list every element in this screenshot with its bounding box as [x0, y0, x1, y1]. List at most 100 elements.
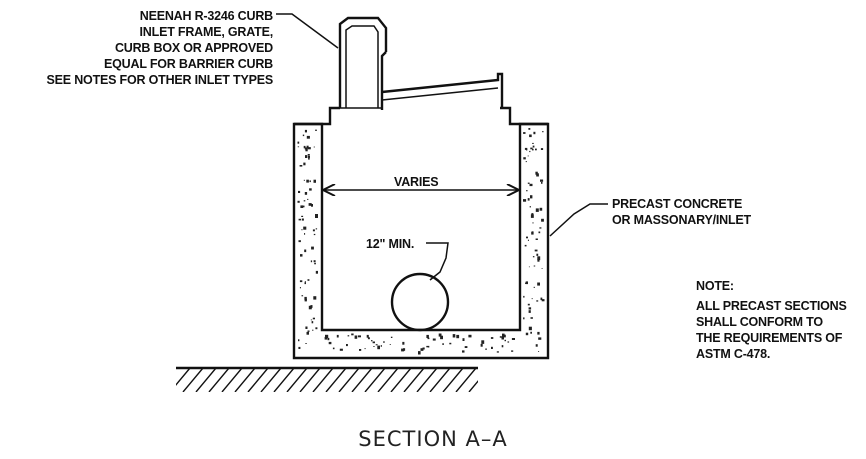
hatch-line — [176, 368, 191, 386]
concrete-speckle — [542, 131, 544, 133]
concrete-speckle — [402, 341, 405, 345]
concrete-speckle — [306, 331, 309, 335]
concrete-speckle — [525, 281, 528, 285]
hatch-line — [234, 368, 256, 392]
concrete-speckle — [540, 179, 544, 182]
concrete-speckle — [528, 266, 530, 268]
concrete-speckle — [311, 246, 314, 250]
concrete-speckle — [306, 135, 310, 139]
structure-note-line: OR MASSONARY/INLET — [612, 213, 752, 227]
hatch-line — [442, 368, 464, 392]
concrete-speckle — [310, 319, 313, 321]
concrete-speckle — [305, 148, 308, 152]
concrete-speckle — [462, 350, 465, 353]
concrete-speckle — [299, 165, 303, 167]
concrete-speckle — [511, 338, 515, 340]
structure-note-leader — [549, 203, 608, 237]
concrete-speckle — [496, 351, 499, 353]
concrete-speckle — [456, 334, 460, 339]
concrete-speckle — [303, 179, 305, 181]
hatch-line — [468, 380, 478, 392]
concrete-speckle — [307, 154, 310, 156]
hatch-line — [299, 368, 321, 392]
concrete-speckle — [427, 345, 430, 348]
concrete-speckle — [528, 310, 531, 313]
concrete-speckle — [426, 345, 429, 348]
concrete-speckle — [309, 180, 311, 183]
concrete-speckle — [308, 203, 312, 206]
concrete-speckle — [462, 338, 465, 341]
concrete-speckle — [432, 338, 436, 341]
concrete-speckle — [303, 226, 307, 230]
concrete-speckle — [538, 337, 542, 340]
concrete-speckle — [535, 171, 538, 175]
hatch-line — [351, 368, 373, 392]
concrete-speckle — [347, 335, 350, 337]
concrete-structure — [292, 122, 550, 360]
concrete-speckle — [328, 341, 332, 345]
concrete-speckle — [304, 192, 308, 195]
hatch-line — [377, 368, 399, 392]
concrete-speckle — [309, 188, 312, 191]
note-heading: NOTE: — [696, 279, 734, 293]
concrete-speckle — [313, 296, 317, 300]
concrete-speckle — [530, 214, 534, 218]
frame-note-line: INLET FRAME, GRATE, — [140, 25, 273, 39]
concrete-speckle — [300, 254, 303, 257]
concrete-speckle — [301, 295, 304, 297]
concrete-speckle — [526, 149, 528, 151]
varies-label: VARIES — [394, 175, 438, 189]
hatch-line — [416, 368, 438, 392]
hatch-line — [482, 368, 502, 392]
concrete-speckle — [528, 307, 532, 310]
concrete-speckle — [301, 229, 303, 231]
frame-note: NEENAH R-3246 CURB INLET FRAME, GRATE, C… — [47, 9, 274, 87]
concrete-speckle — [531, 298, 533, 300]
concrete-speckle — [401, 348, 405, 352]
hatch-line — [247, 368, 269, 392]
concrete-speckle — [541, 218, 544, 222]
concrete-speckle — [501, 336, 504, 340]
concrete-speckle — [302, 134, 305, 137]
concrete-speckle — [535, 238, 538, 240]
concrete-speckle — [306, 145, 309, 149]
concrete-speckle — [530, 317, 533, 319]
note-line: SHALL CONFORM TO — [696, 315, 823, 329]
concrete-speckle — [533, 286, 535, 288]
concrete-speckle — [377, 345, 380, 350]
concrete-speckle — [426, 334, 429, 338]
hatch-line — [273, 368, 295, 392]
concrete-speckle — [303, 145, 306, 149]
concrete-speckle — [310, 260, 313, 263]
concrete-speckle — [312, 329, 314, 331]
concrete-speckle — [531, 231, 534, 235]
concrete-speckle — [532, 145, 535, 148]
hatch-line — [455, 368, 477, 392]
concrete-speckle — [538, 351, 540, 352]
concrete-speckle — [537, 282, 540, 286]
concrete-speckle — [502, 333, 505, 337]
concrete-speckle — [311, 321, 314, 324]
concrete-speckle — [327, 337, 330, 341]
concrete-speckle — [339, 348, 343, 351]
concrete-speckle — [313, 179, 316, 183]
concrete-speckle — [304, 296, 307, 300]
concrete-speckle — [529, 183, 533, 187]
concrete-speckle — [535, 344, 538, 347]
concrete-speckle — [442, 343, 444, 345]
concrete-speckle — [525, 332, 529, 336]
concrete-speckle — [304, 249, 307, 253]
concrete-speckle — [537, 259, 540, 262]
structure-note: PRECAST CONCRETE OR MASSONARY/INLET — [612, 197, 752, 227]
concrete-speckle — [532, 256, 535, 258]
hatch-line — [208, 368, 230, 392]
frame-note-leader — [276, 13, 339, 49]
concrete-speckle — [315, 129, 317, 131]
concrete-speckle — [300, 205, 304, 208]
pipe-min-label: 12" MIN. — [366, 237, 414, 251]
concrete-speckle — [532, 142, 534, 144]
concrete-speckle — [525, 161, 527, 163]
hatch-line — [338, 368, 360, 392]
concrete-speckle — [523, 132, 526, 134]
concrete-speckle — [526, 236, 528, 239]
